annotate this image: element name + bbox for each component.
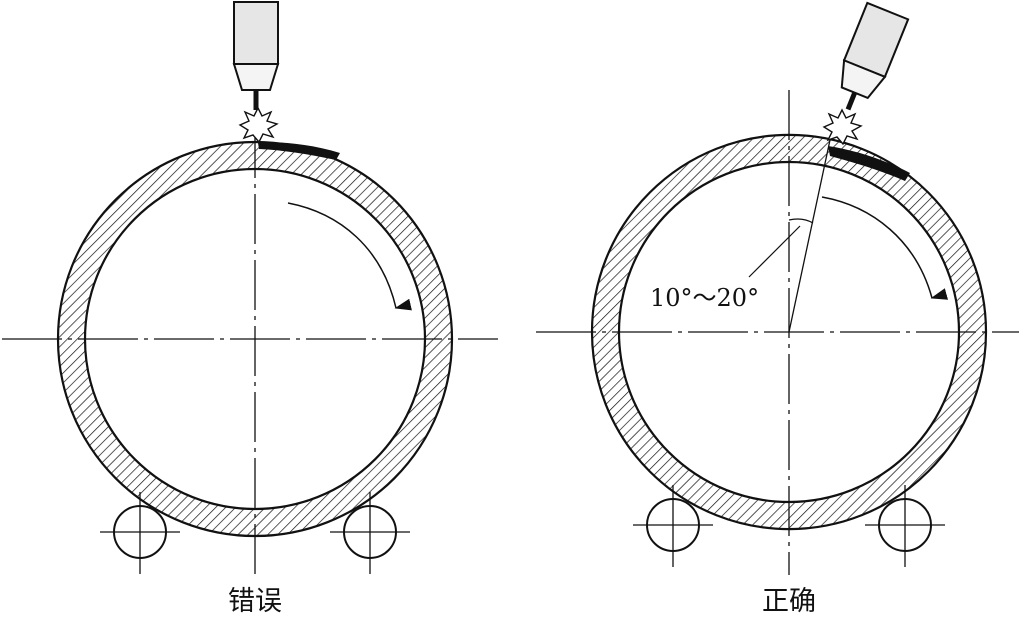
right-panel: 10°～20° 正确 [536,1,1019,617]
right-angle-label: 10°～20° [650,284,759,312]
right-caption: 正确 [762,586,816,617]
left-weld-bead [258,142,340,160]
left-rotation-arrow [287,202,412,311]
right-angle-leader [748,225,801,278]
right-rotation-arrow [821,196,949,300]
right-welding-torch-icon [840,1,910,111]
right-roller-left [633,485,713,567]
right-roller-right [865,485,945,567]
right-angle-arc [788,218,814,224]
left-panel: 错误 [2,1,498,617]
right-offset-line [788,139,831,333]
left-welding-torch-icon [232,1,280,110]
left-roller-left [100,492,180,574]
left-caption: 错误 [228,586,282,617]
left-roller-right [330,492,410,574]
right-arc-spark-icon [822,108,863,146]
left-arc-spark-icon [238,106,279,144]
right-weld-bead [828,146,910,181]
